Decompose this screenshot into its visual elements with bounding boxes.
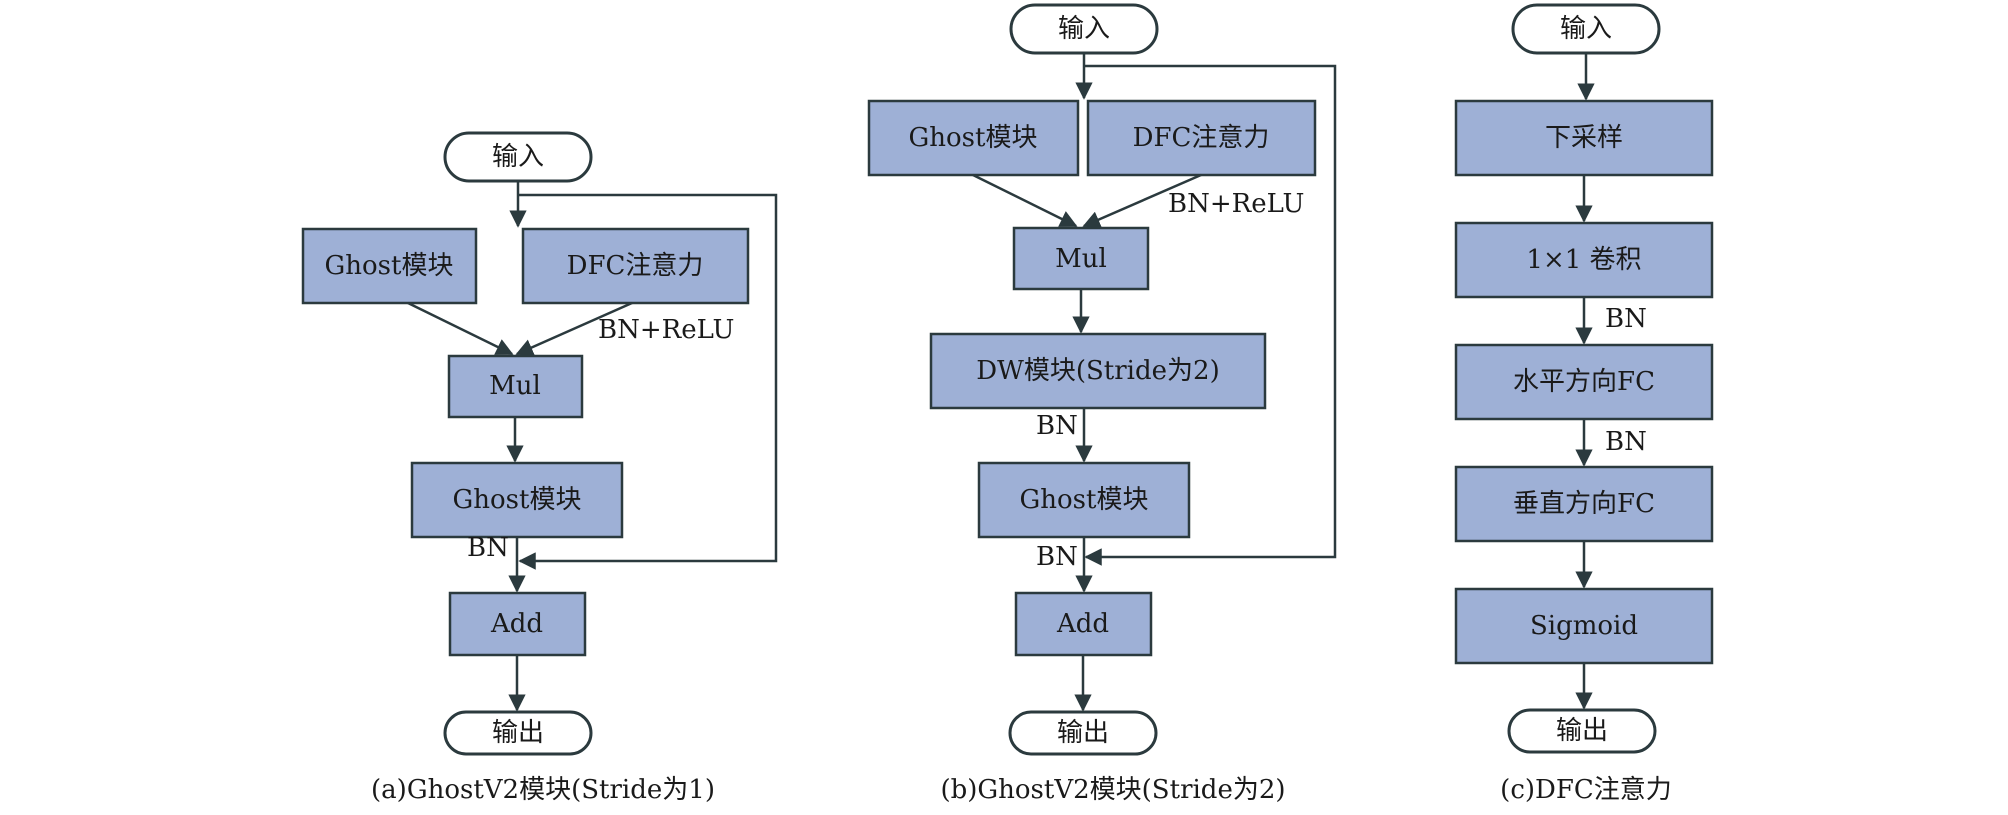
- b-mul-label: Mul: [1055, 244, 1107, 274]
- a-dfc-attention-label: DFC注意力: [567, 251, 704, 281]
- panel-b: 输入 Ghost模块 DFC注意力 BN+ReLU Mul DW模块(Strid…: [867, 3, 1337, 805]
- c-bn-2-label: BN: [1605, 427, 1647, 457]
- c-sigmoid-box: [1454, 587, 1714, 665]
- b-caption: (b)GhostV2模块(Stride为2): [940, 775, 1285, 805]
- c-conv-label: 1×1 卷积: [1526, 245, 1641, 275]
- a-arrow-dfc-to-mul: [515, 301, 633, 356]
- a-ghost-module-label: Ghost模块: [325, 251, 454, 281]
- a-bn-relu-label: BN+ReLU: [598, 315, 734, 345]
- b-skip-connection: [1084, 64, 1337, 566]
- c-bn-1-label: BN: [1605, 304, 1647, 334]
- b-bn-2-label: BN: [1036, 542, 1078, 572]
- a-ghost-module-2-label: Ghost模块: [453, 485, 582, 515]
- b-dw-module-label: DW模块(Stride为2): [976, 356, 1219, 386]
- b-mul-box: [1012, 226, 1150, 291]
- a-input-label: 输入: [492, 142, 544, 172]
- c-horizontal-fc-box: [1454, 343, 1714, 421]
- a-mul-label: Mul: [489, 371, 541, 401]
- b-ghost-module-2-label: Ghost模块: [1020, 485, 1149, 515]
- b-arrow-dfc-to-mul: [1082, 173, 1202, 228]
- b-bn-relu-label: BN+ReLU: [1168, 189, 1304, 219]
- b-dfc-attention-label: DFC注意力: [1133, 123, 1270, 153]
- c-output-terminal: [1507, 708, 1657, 754]
- c-vertical-fc-box: [1454, 465, 1714, 543]
- b-dw-module-box: [929, 332, 1267, 410]
- a-caption: (a)GhostV2模块(Stride为1): [371, 775, 715, 805]
- a-output-terminal: [443, 710, 593, 756]
- b-input-label: 输入: [1058, 14, 1110, 44]
- panel-c: 输入 下采样 1×1 卷积 BN 水平方向FC BN 垂直方向FC Sigmoi…: [1454, 3, 1714, 805]
- c-downsample-box: [1454, 99, 1714, 177]
- a-dfc-attention-box: [521, 227, 750, 305]
- a-arrow-ghost-to-mul: [407, 301, 514, 356]
- b-add-box: [1014, 591, 1153, 657]
- b-dfc-attention-box: [1086, 99, 1317, 177]
- c-horizontal-fc-label: 水平方向FC: [1513, 367, 1655, 397]
- b-ghost-module-2-box: [977, 461, 1191, 539]
- a-skip-connection: [518, 193, 778, 570]
- c-input-label: 输入: [1560, 14, 1612, 44]
- c-output-label: 输出: [1556, 716, 1608, 746]
- b-bn-1-label: BN: [1036, 411, 1078, 441]
- c-downsample-label: 下采样: [1545, 123, 1623, 153]
- b-output-terminal: [1008, 710, 1158, 756]
- b-arrow-ghost-to-mul: [972, 173, 1078, 228]
- c-vertical-fc-label: 垂直方向FC: [1513, 489, 1655, 519]
- a-ghost-module-box: [301, 227, 478, 305]
- a-bn-label: BN: [467, 533, 509, 563]
- panel-a: 输入 Ghost模块 DFC注意力 Mul BN+ReLU Ghost模块 BN…: [301, 131, 778, 805]
- a-output-label: 输出: [492, 718, 544, 748]
- c-sigmoid-label: Sigmoid: [1530, 611, 1638, 641]
- c-caption: (c)DFC注意力: [1500, 775, 1672, 805]
- b-output-label: 输出: [1057, 718, 1109, 748]
- b-add-label: Add: [1056, 609, 1109, 639]
- a-mul-box: [447, 354, 584, 419]
- a-add-label: Add: [490, 609, 543, 639]
- b-ghost-module-label: Ghost模块: [909, 123, 1038, 153]
